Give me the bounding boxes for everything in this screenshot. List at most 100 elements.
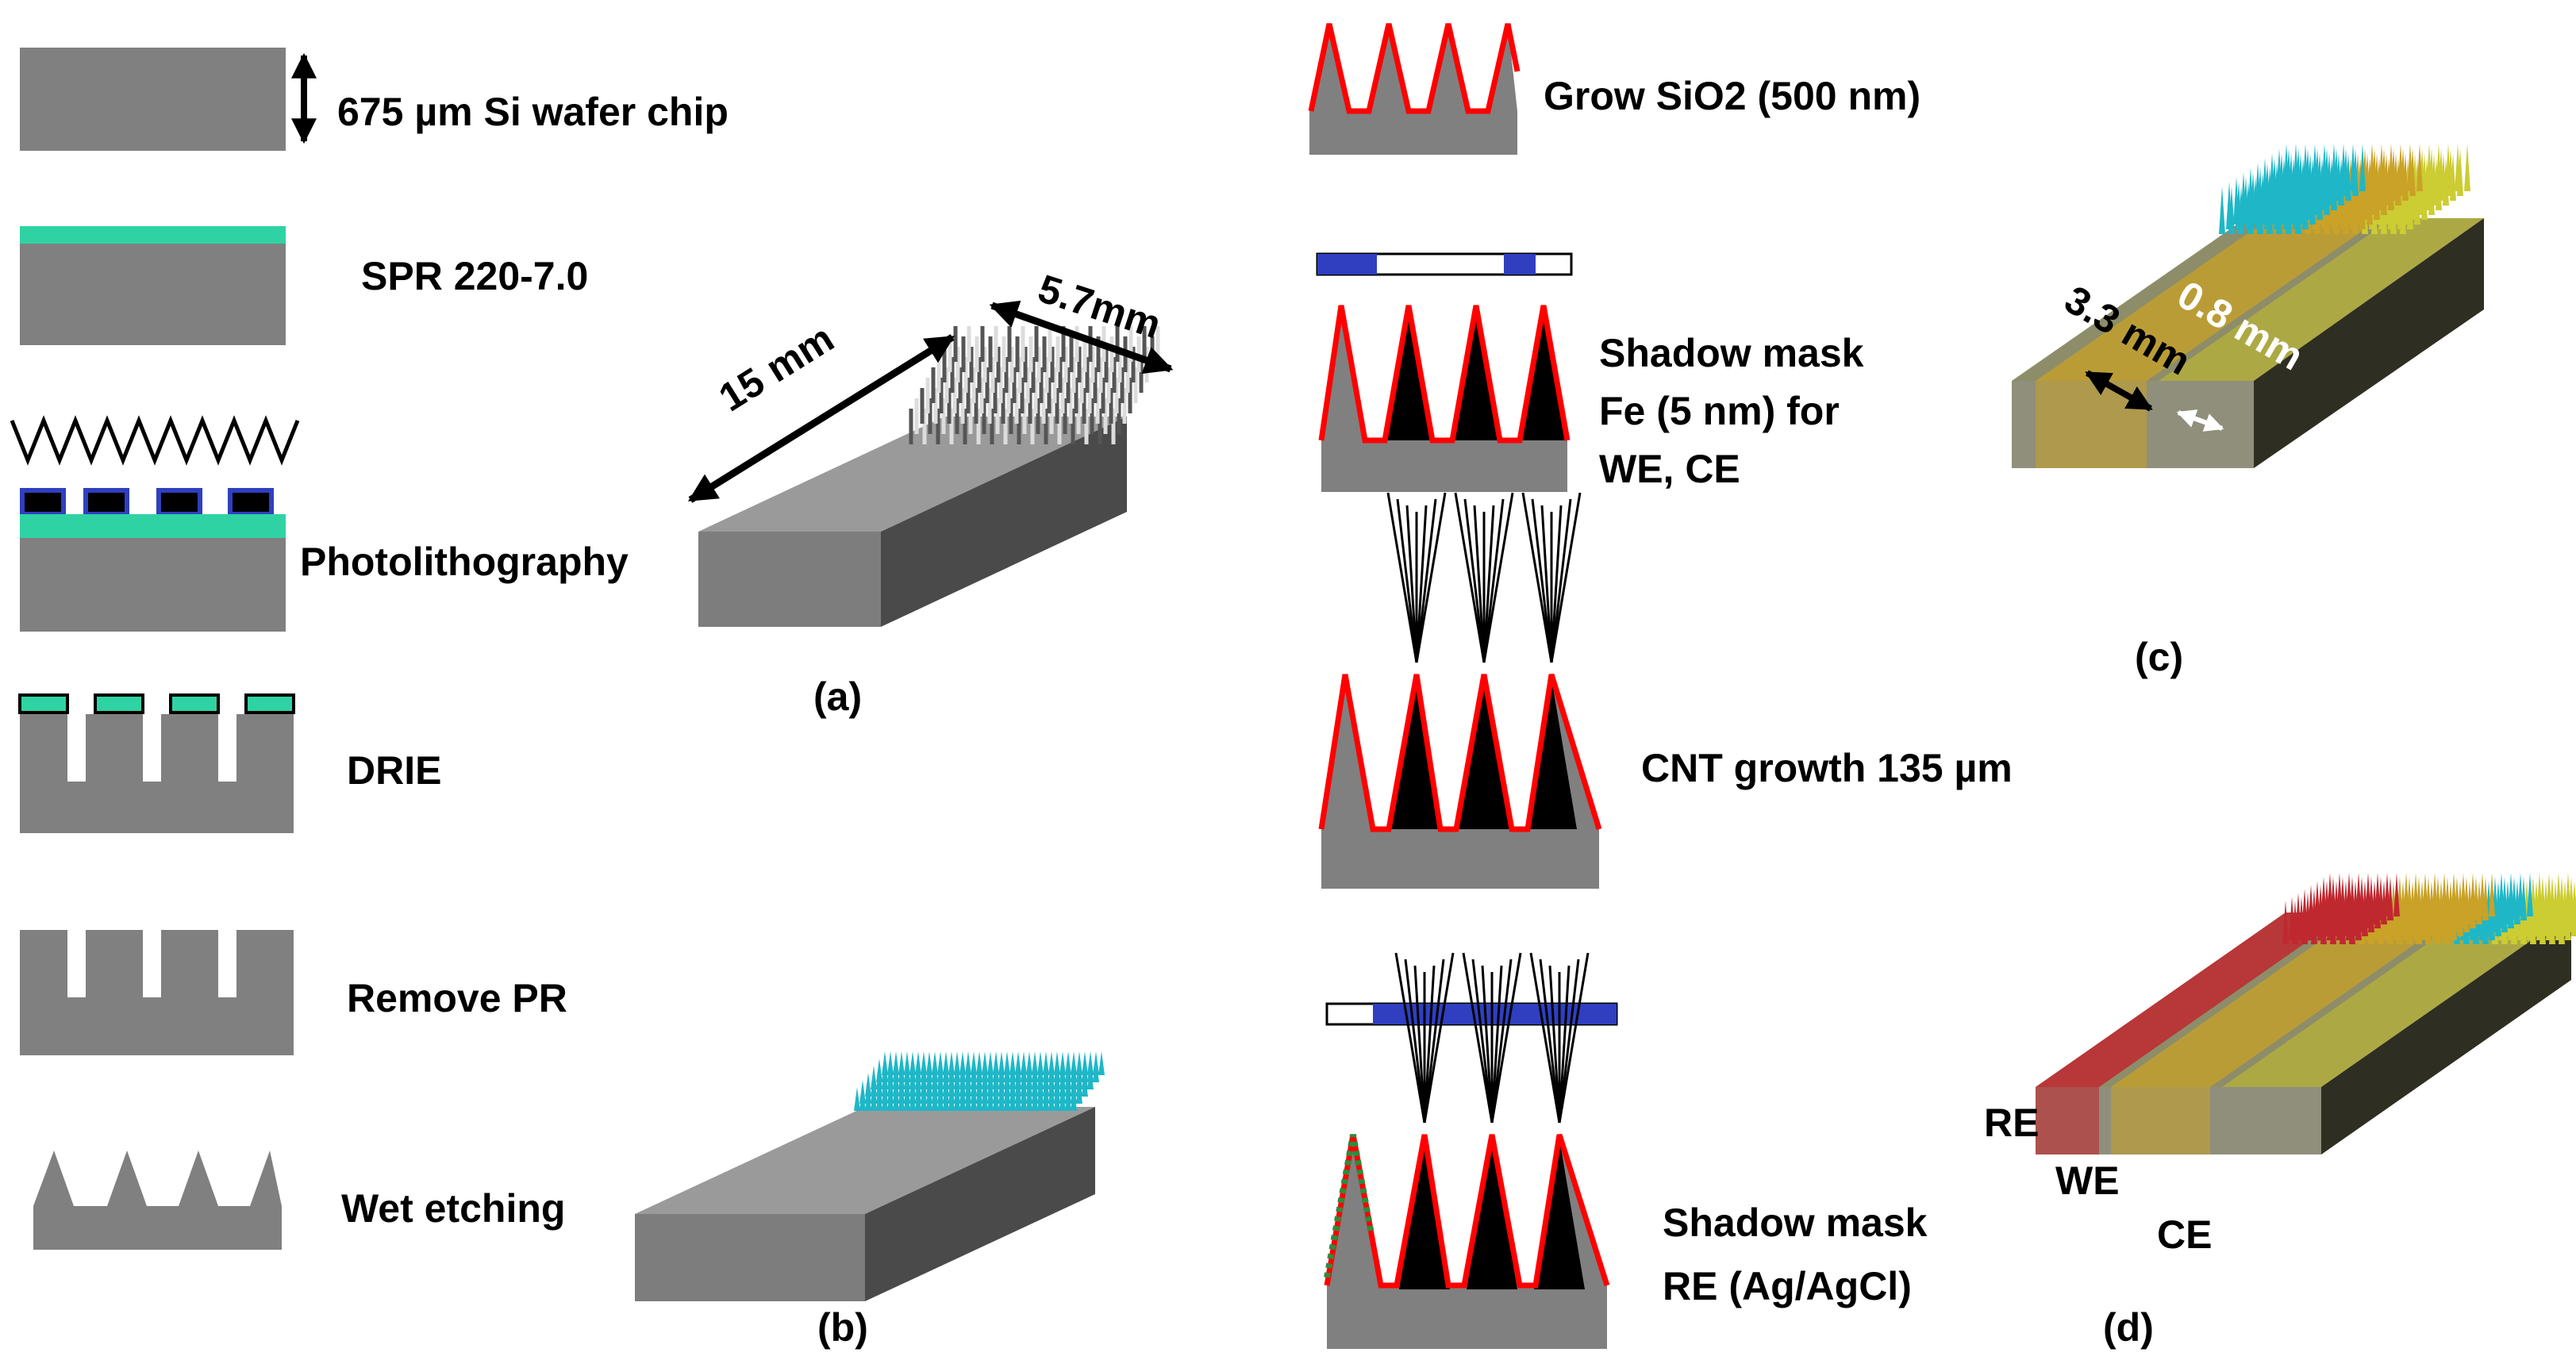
cnt-spike — [2321, 144, 2328, 191]
cnt-spike — [2470, 873, 2476, 916]
cnt-spike — [2346, 873, 2352, 916]
cnt-spike — [2426, 144, 2432, 191]
cnt-spike — [2302, 144, 2309, 191]
cnt-spike — [915, 1051, 921, 1075]
cnt-spike — [904, 1051, 910, 1075]
cnt-spike — [876, 1058, 882, 1082]
chip-side — [881, 417, 1127, 627]
resist-cap — [169, 693, 220, 714]
cnt-spike — [2374, 873, 2381, 916]
cnt-spike — [1004, 1051, 1010, 1075]
cnt-spike — [2320, 877, 2327, 920]
length-dimension-label: 15 mm — [711, 316, 841, 420]
cnt-spike — [987, 1051, 994, 1075]
cnt-spike — [882, 1051, 888, 1075]
fe-catalyst — [1387, 305, 1432, 440]
chip-side — [865, 1107, 1095, 1301]
oxide-layer — [1318, 305, 1571, 444]
cnt-spike — [2301, 889, 2308, 932]
cnt-spike — [1087, 1051, 1094, 1075]
cnt-spike — [854, 1087, 860, 1111]
photoresist-layer — [20, 226, 286, 244]
photoresist-layer — [20, 514, 286, 538]
cnt-spike — [2565, 873, 2571, 916]
step-drie: DRIE — [18, 693, 441, 833]
ce-electrode-strip — [2222, 912, 2571, 1087]
cnt-strand — [1463, 498, 1486, 663]
chip-3d-b: (b) — [635, 1051, 1105, 1350]
mask-pad — [20, 488, 66, 517]
cnt-spike — [2527, 873, 2533, 916]
cnt-base — [1467, 1139, 1517, 1289]
cnt-spike — [898, 1051, 905, 1075]
cnt-base — [1391, 678, 1442, 829]
re-label: RE — [1984, 1101, 2039, 1145]
shadow-fe-label-3: WE, CE — [1599, 447, 1740, 491]
cnt-spike — [1059, 1051, 1066, 1075]
chip-3d-c: 3.3 mm 0.8 mm (c) — [2012, 144, 2484, 679]
cnt-forest — [2219, 144, 2470, 234]
cnt-spike — [1009, 1051, 1016, 1075]
cnt-strand — [1550, 492, 1582, 663]
cnt-strand — [1394, 952, 1426, 1124]
pyramid-si — [1321, 305, 1567, 492]
photolithography-label: Photolithography — [300, 540, 629, 584]
cnt-strand — [1540, 505, 1553, 663]
cnt-spike — [2331, 144, 2337, 191]
cnt-spike — [2295, 893, 2301, 936]
cnt-spike — [2388, 144, 2394, 191]
cnt-spike — [2308, 885, 2314, 928]
cnt-spike — [2489, 873, 2495, 916]
step-remove-pr: Remove PR — [20, 930, 567, 1055]
cnt-growth-label: CNT growth 135 µm — [1641, 746, 2013, 790]
cnt-spike — [948, 1051, 955, 1075]
cnt-strand — [1529, 952, 1561, 1124]
cnt-spike — [2336, 873, 2343, 916]
cnt-spike — [2247, 167, 2254, 215]
etched-si — [20, 714, 294, 833]
shadow-fe-label-1: Shadow mask — [1599, 331, 1864, 375]
cnt-spike — [2340, 144, 2347, 191]
ce-label: CE — [2157, 1212, 2212, 1257]
cnt-forest — [854, 1051, 1105, 1111]
cnt-spike — [2233, 177, 2240, 225]
resist-cap — [18, 693, 69, 714]
cnt-strand — [1531, 498, 1553, 663]
width-arrow — [989, 300, 1174, 375]
cnt-spike — [2289, 897, 2295, 940]
oxide-layer — [1324, 1133, 1610, 1289]
chip-side — [2254, 218, 2484, 468]
cnt-spike — [2460, 873, 2466, 916]
cnt-spike — [943, 1051, 949, 1075]
chip-front — [698, 532, 881, 627]
cnt-spike — [2536, 873, 2543, 916]
cnt-spike — [982, 1051, 988, 1075]
chip-side — [2321, 912, 2571, 1154]
cnt-spike — [2378, 144, 2385, 191]
cnt-spike — [2384, 873, 2390, 916]
pyramid-si — [1327, 1135, 1607, 1349]
si-wafer-block — [20, 48, 286, 151]
cnt-spike — [2498, 873, 2505, 916]
cnt-strand — [1490, 959, 1513, 1124]
cnt-spike — [2327, 873, 2333, 916]
pyramid-si — [1321, 674, 1599, 889]
cnt-spike — [976, 1051, 982, 1075]
chip-front-we — [2111, 1087, 2210, 1154]
cnt-strand — [1473, 505, 1486, 663]
gap-arrow — [2176, 409, 2224, 432]
chip-front-re — [2036, 1087, 2099, 1154]
panel-label-c: (c) — [2135, 635, 2183, 679]
cnt-spike — [2240, 172, 2247, 220]
cnt-spike — [1076, 1051, 1082, 1075]
cnt-spike — [1082, 1051, 1088, 1075]
step-shadow-mask-re: Shadow mask RE (Ag/AgCl) — [1324, 952, 1928, 1349]
panel-label-d: (d) — [2103, 1305, 2154, 1350]
cnt-strand — [1490, 952, 1522, 1124]
mask-pad — [156, 488, 202, 517]
cnt-spike — [2312, 144, 2318, 191]
cnt-strand — [1404, 959, 1426, 1124]
cnt-spike — [2283, 144, 2290, 191]
cnt-spike — [2479, 873, 2486, 916]
